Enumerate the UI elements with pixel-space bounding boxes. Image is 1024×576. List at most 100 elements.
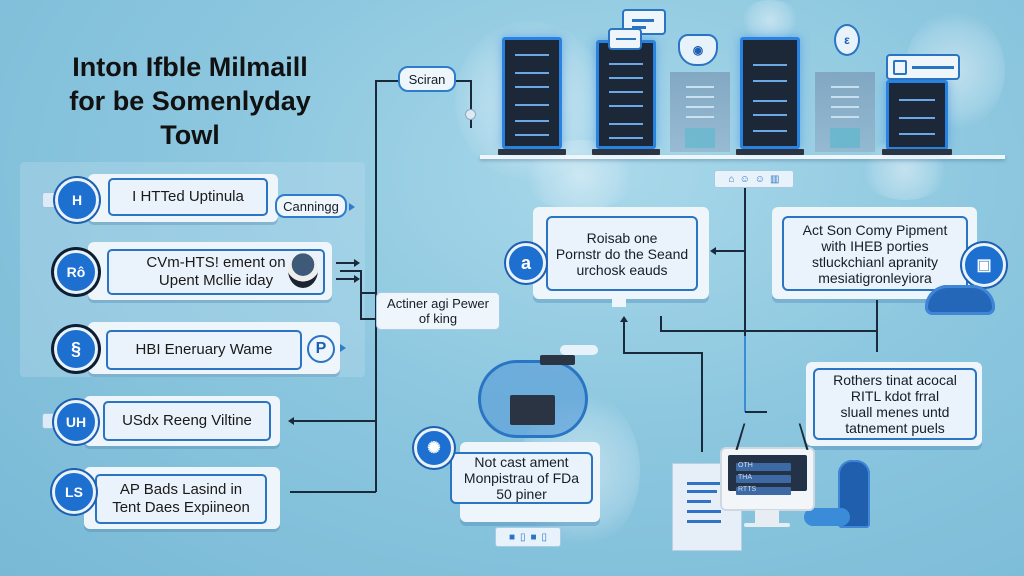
- server-base: [882, 149, 952, 155]
- card-line: Act Son Comy Pipment: [802, 221, 948, 238]
- uh-letter-icon: UH: [54, 400, 98, 444]
- card-text: Not cast ament Monpistrau of FDa 50 pine…: [450, 452, 593, 504]
- connector-line: [745, 411, 767, 413]
- title-line-3: Towl: [160, 120, 220, 150]
- center-label-line-2: of king: [418, 311, 458, 326]
- card-line: Roisab one: [586, 229, 658, 246]
- title-line-2: for be Somenlyday: [69, 86, 311, 116]
- monitor-base: [744, 523, 790, 527]
- connector-line: [660, 330, 876, 332]
- card-line: urchosk eauds: [576, 261, 668, 278]
- card-line: Rothers tinat acocal: [833, 372, 957, 388]
- connector-line: [701, 352, 703, 452]
- card-line: Not cast ament: [474, 454, 569, 470]
- team-avatar-icon: [288, 252, 318, 288]
- connector-line: [360, 318, 376, 320]
- connector-arrow: [620, 316, 628, 354]
- connector-node-icon: [465, 109, 476, 120]
- people-icon: ☺: [754, 173, 766, 185]
- connector-line: [375, 80, 400, 82]
- connector-line: [470, 80, 472, 128]
- monitor-hanger: [735, 423, 809, 450]
- lock-icon: ■: [508, 531, 515, 543]
- canning-pill[interactable]: Canningg: [275, 194, 347, 218]
- card-line: 50 piner: [496, 486, 547, 502]
- home-icon: ⌂: [728, 173, 735, 185]
- center-label-line-1: Actiner agi Pewer: [387, 296, 489, 311]
- card-line: mesiatigronleyiora: [818, 269, 932, 286]
- cloud-decoration: [740, 0, 800, 40]
- monitor-screen: OTH THA RTTS: [728, 455, 807, 495]
- server-rack: [596, 40, 656, 149]
- connector-line: [456, 80, 472, 82]
- screen-pill[interactable]: Sciran: [398, 66, 456, 92]
- shield-icon: ◉: [678, 34, 718, 66]
- monitor-row: THA: [738, 474, 752, 481]
- monitor-row: OTH: [738, 462, 753, 469]
- globe-swirl-icon: §: [54, 327, 98, 371]
- card-text: Act Son Comy Pipment with IHEB porties s…: [782, 216, 968, 291]
- connector-line: [290, 491, 376, 493]
- h-letter-icon: H: [55, 178, 99, 222]
- p-letter-icon: P: [307, 335, 335, 363]
- connector-line: [360, 270, 362, 320]
- card-text: Roisab one Pornstr do the Seand urchosk …: [546, 216, 698, 291]
- page-title: Inton Ifble Milmaill for be Somenlyday T…: [30, 50, 350, 152]
- connector-line: [623, 352, 703, 354]
- step-label: AP Bads Lasind in Tent Daes Expiineon: [95, 474, 267, 524]
- user-icon: [685, 128, 715, 148]
- connector-arrow: [710, 247, 746, 255]
- server-rack: [502, 37, 562, 149]
- chart-icon: ▥: [770, 173, 780, 185]
- card-line: with IHEB porties: [821, 237, 929, 254]
- cloud-device-icon: [925, 285, 995, 315]
- server-shelf: [480, 155, 1005, 159]
- card-line: RITL kdot frral: [850, 388, 940, 404]
- pill-arrow-icon: [349, 203, 355, 211]
- server-base: [498, 149, 566, 155]
- server-rack: [886, 80, 948, 150]
- card-tab: [612, 299, 626, 307]
- server-ghost: [670, 72, 730, 152]
- file-icon: ▯: [541, 531, 548, 543]
- cloud-hardware-icon: [478, 360, 588, 438]
- connector-line: [876, 300, 878, 352]
- file-icon: [893, 60, 907, 75]
- connector-line: [360, 292, 376, 294]
- file-icon: ▯: [519, 531, 526, 543]
- icon-strip: ■ ▯ ■ ▯: [495, 527, 561, 547]
- step-label-line-2: Tent Daes Expiineon: [112, 499, 250, 516]
- card-line: stluckchianl apranity: [811, 253, 939, 270]
- step-label: I HTTed Uptinula: [108, 178, 268, 216]
- lock-shield-icon: ε: [834, 24, 860, 56]
- r-letter-icon: Rô: [54, 250, 98, 294]
- step-label-line-2: Upent Mcllie iday: [158, 272, 274, 289]
- card-line: tatnement puels: [845, 420, 945, 436]
- settings-network-icon: ✺: [414, 428, 454, 468]
- step-label: HBI Eneruary Wame: [106, 330, 302, 370]
- server-ghost: [815, 72, 875, 152]
- monitor-row: RTTS: [738, 486, 757, 493]
- center-label: Actiner agi Pewer of king: [376, 292, 500, 330]
- device-lid: [540, 355, 575, 365]
- lock-icon: ■: [530, 531, 537, 543]
- cloud-icon: [804, 508, 850, 526]
- user-icon: [830, 128, 860, 148]
- connector-line: [660, 316, 662, 332]
- document-callout-icon: [886, 54, 960, 80]
- card-line: Monpistrau of FDa: [463, 470, 580, 486]
- connector-line: [375, 80, 377, 492]
- monitor-illustration: OTH THA RTTS: [720, 447, 815, 511]
- connector-arrow: [336, 275, 360, 283]
- card-line: Pornstr do the Seand: [555, 245, 689, 262]
- connector-line: [744, 188, 746, 338]
- side-arrow-icon: [340, 344, 346, 352]
- card-line: sluall menes untd: [840, 404, 950, 420]
- step-label-line-1: AP Bads Lasind in: [119, 481, 243, 498]
- tag-icon: [560, 345, 598, 355]
- people-icon: ☺: [739, 173, 750, 185]
- monitor-badge-icon: ▣: [962, 243, 1006, 287]
- step-label: USdx Reeng Viltine: [103, 401, 271, 441]
- card-text: Rothers tinat acocal RITL kdot frral slu…: [813, 368, 977, 440]
- connector-line: [340, 270, 360, 272]
